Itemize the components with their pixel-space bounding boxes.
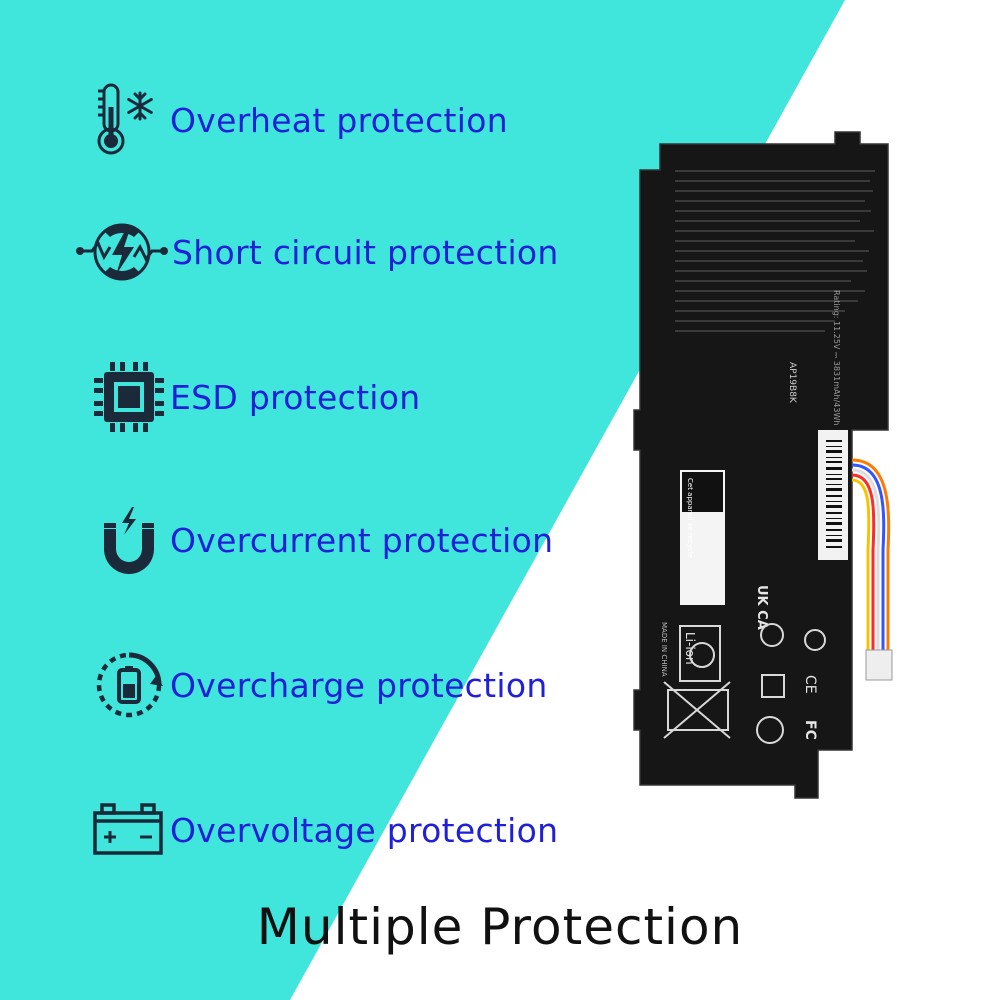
car-battery-icon: [93, 803, 163, 855]
feature-label: Overheat protection: [170, 100, 508, 140]
ukca-mark: UK CA: [754, 585, 769, 630]
li-ion-text: Li-ion: [683, 632, 697, 665]
made-in-china-text: MADE IN CHINA: [660, 622, 668, 677]
feature-short-circuit: Short circuit protection: [74, 212, 559, 292]
lightning-circuit-icon: [76, 223, 168, 281]
certification-icons: [756, 623, 826, 744]
feature-overvoltage: Overvoltage protection: [90, 790, 558, 870]
feature-overcharge: Overcharge protection: [90, 645, 548, 725]
feature-overheat: Overheat protection: [90, 80, 508, 160]
battery-rating-text: Rating: 11.25V ⎓ 3831mAh/43Wh: [832, 290, 841, 425]
feature-label: ESD protection: [170, 377, 421, 417]
battery-body: [633, 131, 889, 799]
fc-mark: FC: [802, 720, 818, 740]
battery-model-text: AP19B8K: [787, 362, 797, 404]
feature-label: Overvoltage protection: [170, 810, 559, 850]
weee-bin-icon: [663, 681, 731, 739]
barcode-label: [818, 430, 848, 560]
recycle-label: Cet appareil se recycle: [680, 470, 725, 605]
chip-icon: [94, 362, 164, 432]
battery-charging-icon: [96, 652, 163, 718]
feature-esd: ESD protection: [90, 357, 420, 437]
battery-cable: [851, 458, 893, 681]
thermometer-snowflake-icon: [97, 83, 153, 155]
ce-mark: CE: [802, 675, 818, 694]
feature-label: Short circuit protection: [172, 232, 559, 272]
magnet-bolt-icon: [104, 507, 154, 574]
recycle-symbol-icon: [679, 625, 721, 682]
battery-spec-text-block: [675, 170, 875, 332]
feature-label: Overcharge protection: [170, 665, 548, 705]
feature-label: Overcurrent protection: [170, 520, 554, 560]
feature-overcurrent: Overcurrent protection: [90, 500, 553, 580]
recycle-label-text: Cet appareil se recycle: [686, 478, 694, 558]
page-title: Multiple Protection: [256, 898, 744, 956]
laptop-battery: AP19B8K Rating: 11.25V ⎓ 3831mAh/43Wh Ce…: [633, 131, 893, 799]
